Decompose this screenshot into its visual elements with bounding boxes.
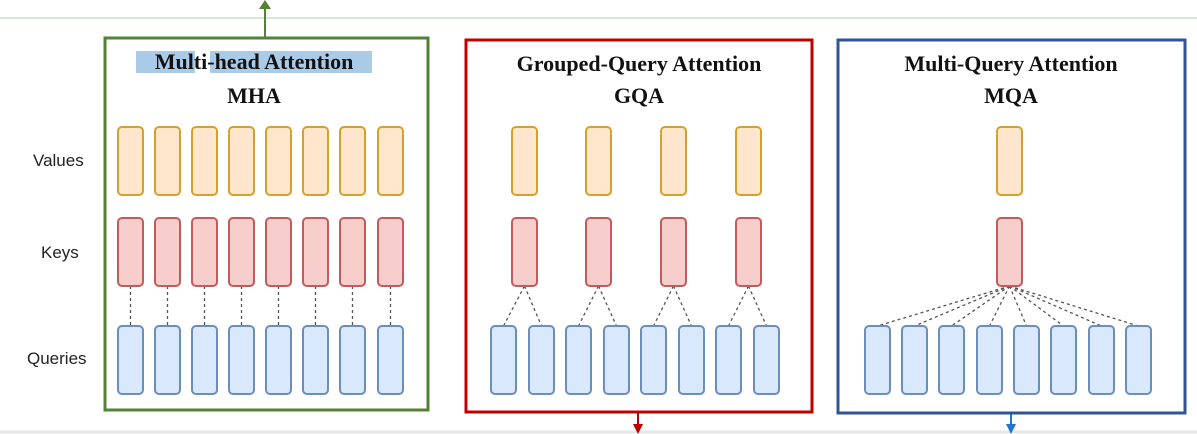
gqa-key-head — [585, 217, 612, 287]
mqa-query-head — [1088, 325, 1115, 395]
gqa-subtitle: GQA — [614, 83, 664, 108]
mqa-query-head — [938, 325, 965, 395]
mha-query-head — [154, 325, 181, 395]
top-arrow-head — [259, 0, 271, 9]
gqa-key-query-link — [502, 285, 526, 327]
gqa-bottom-arrow-head — [633, 424, 643, 434]
mha-key-head — [302, 217, 329, 287]
gqa-key-query-link — [747, 285, 768, 327]
mqa-panel — [836, 38, 1187, 415]
mqa-key-query-link — [1009, 285, 1102, 327]
mha-query-head — [302, 325, 329, 395]
mqa-query-head — [901, 325, 928, 395]
mqa-key-query-link — [951, 285, 1010, 327]
mqa-query-head — [1050, 325, 1077, 395]
mha-title: Multi-head Attention — [155, 49, 354, 74]
mha-subtitle: MHA — [227, 83, 281, 108]
gqa-value-head — [735, 126, 762, 196]
mha-value-head — [302, 126, 329, 196]
gqa-key-head — [511, 217, 538, 287]
mha-value-head — [265, 126, 292, 196]
mha-query-head — [265, 325, 292, 395]
mha-key-head — [191, 217, 218, 287]
mha-key-head — [265, 217, 292, 287]
mha-panel — [103, 36, 430, 412]
mha-key-head — [339, 217, 366, 287]
mqa-subtitle: MQA — [984, 83, 1038, 108]
mqa-key-head — [996, 217, 1023, 287]
mqa-key-query-link — [988, 285, 1011, 327]
mha-value-head — [228, 126, 255, 196]
mha-title-highlight-left — [136, 51, 195, 73]
gqa-query-head — [640, 325, 667, 395]
gqa-key-head — [735, 217, 762, 287]
gqa-query-head — [565, 325, 592, 395]
gqa-query-head — [678, 325, 705, 395]
mqa-key-query-link — [877, 285, 1010, 327]
gqa-key-query-link — [672, 285, 693, 327]
mha-value-head — [191, 126, 218, 196]
mqa-key-query-link — [1009, 285, 1064, 327]
mqa-query-head — [1125, 325, 1152, 395]
mqa-title: Multi-Query Attention — [904, 51, 1117, 76]
gqa-key-query-link — [523, 285, 543, 327]
values-row-label: Values — [33, 151, 84, 170]
keys-row-label: Keys — [41, 243, 79, 262]
gqa-query-head — [715, 325, 742, 395]
mqa-query-head — [864, 325, 891, 395]
mha-value-head — [117, 126, 144, 196]
mha-key-head — [117, 217, 144, 287]
mqa-key-query-link — [1008, 285, 1028, 327]
mqa-key-query-link — [914, 285, 1010, 327]
mqa-query-head — [1013, 325, 1040, 395]
gqa-panel — [464, 38, 814, 414]
mha-value-head — [339, 126, 366, 196]
gqa-key-head — [660, 217, 687, 287]
mha-query-head — [228, 325, 255, 395]
gqa-key-query-link — [577, 285, 600, 327]
mha-value-head — [154, 126, 181, 196]
gqa-query-head — [603, 325, 630, 395]
gqa-query-head — [753, 325, 780, 395]
head-connections — [129, 285, 1139, 327]
mha-title-highlight-right — [210, 51, 372, 73]
gqa-key-query-link — [652, 285, 675, 327]
gqa-value-head — [585, 126, 612, 196]
mha-key-head — [377, 217, 404, 287]
mqa-query-head — [976, 325, 1003, 395]
mha-query-head — [191, 325, 218, 395]
gqa-query-head — [490, 325, 517, 395]
mha-key-head — [154, 217, 181, 287]
mha-query-head — [377, 325, 404, 395]
mqa-value-head — [996, 126, 1023, 196]
mha-query-head — [117, 325, 144, 395]
gqa-value-head — [660, 126, 687, 196]
mha-key-head — [228, 217, 255, 287]
mqa-key-query-link — [1009, 285, 1139, 327]
mha-query-head — [339, 325, 366, 395]
gqa-key-query-link — [597, 285, 618, 327]
queries-row-label: Queries — [27, 349, 87, 368]
gqa-title: Grouped-Query Attention — [517, 51, 762, 76]
mqa-bottom-arrow-head — [1006, 424, 1016, 434]
gqa-query-head — [528, 325, 555, 395]
gqa-value-head — [511, 126, 538, 196]
gqa-key-query-link — [727, 285, 750, 327]
mha-value-head — [377, 126, 404, 196]
head-blocks — [117, 126, 1152, 395]
